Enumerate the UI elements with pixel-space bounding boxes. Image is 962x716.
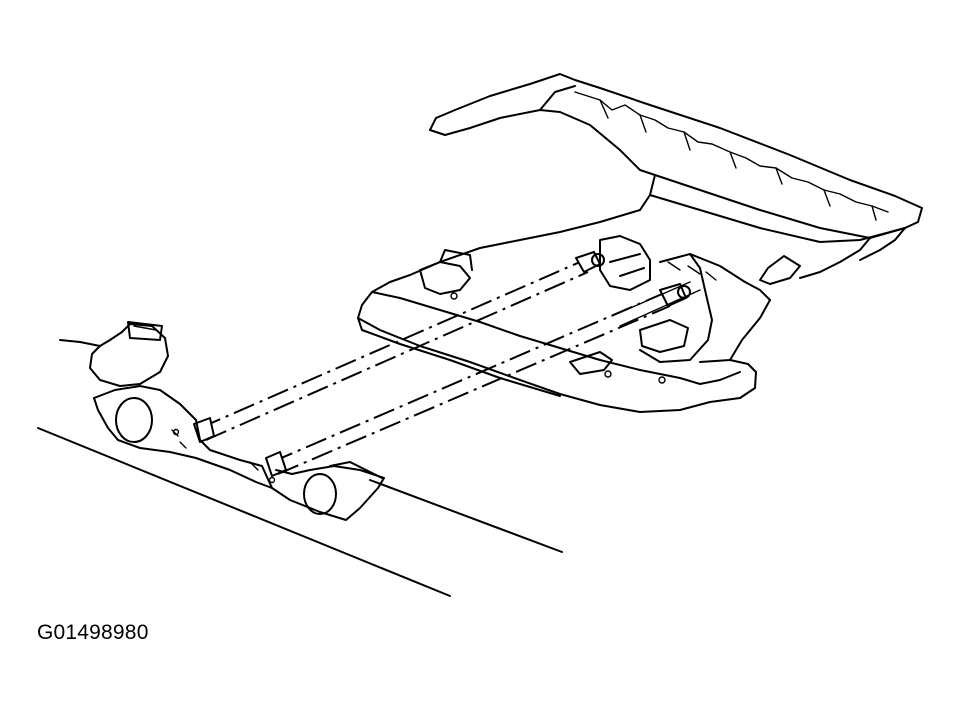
ground-lines [37,427,563,597]
upper-body-panel [409,73,923,279]
figure-code-label: G01498980 [37,621,149,644]
stabilizer-rod-front [265,281,701,477]
center-crossmember [357,235,801,413]
stabilizer-rod-rear [193,251,605,443]
right-bracket [249,461,385,521]
left-bracket [59,321,273,489]
